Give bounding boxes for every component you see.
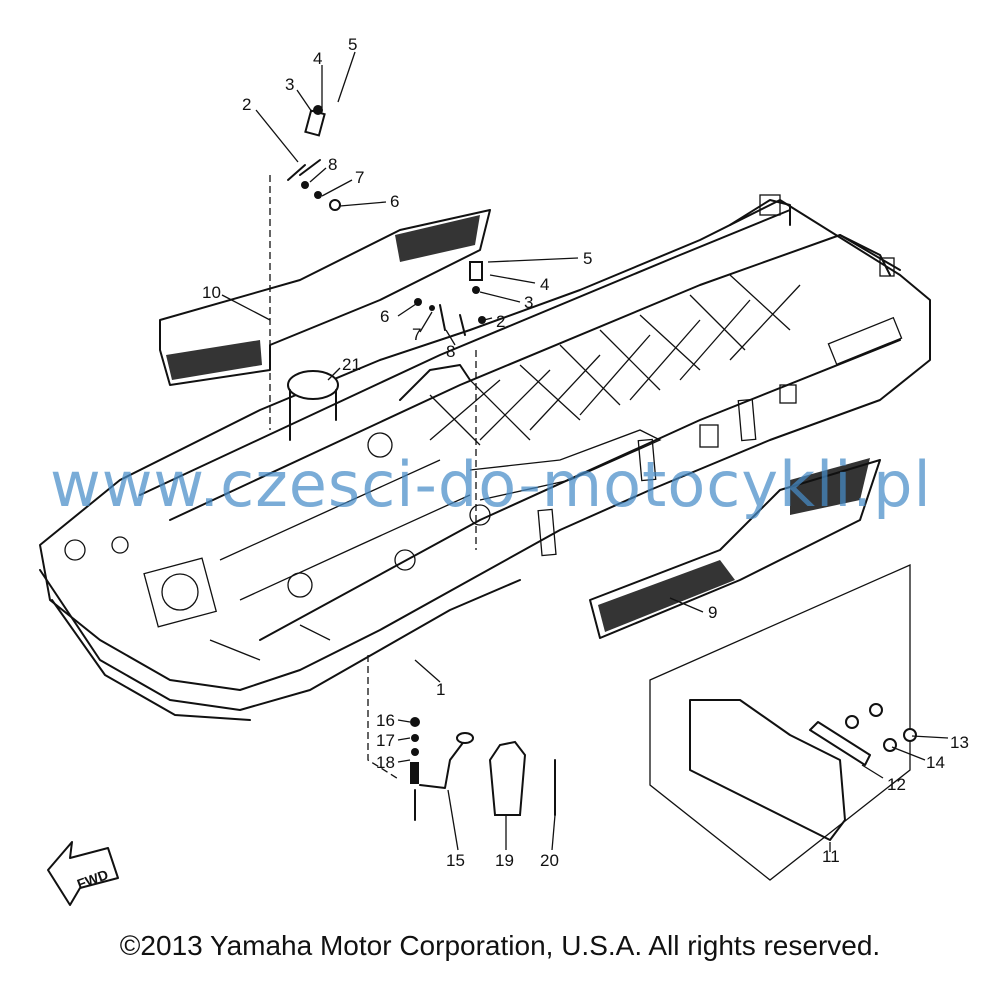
flap-assembly	[649, 564, 917, 881]
callout-6: 6	[390, 192, 399, 211]
callout-10: 10	[202, 283, 221, 302]
callout-9: 9	[708, 603, 717, 622]
callout-2: 2	[242, 95, 251, 114]
callout-14: 14	[926, 753, 945, 772]
callout-8b: 8	[446, 342, 455, 361]
forward-direction-label: FWD	[75, 866, 110, 892]
running-board-right	[589, 458, 881, 639]
running-board-left	[159, 209, 491, 386]
lower-hardware	[367, 655, 556, 821]
callout-4: 4	[313, 49, 322, 68]
callout-4b: 4	[540, 275, 549, 294]
callout-18: 18	[376, 753, 395, 772]
callout-7b: 7	[412, 325, 421, 344]
callout-21: 21	[342, 355, 361, 374]
forward-direction-arrow: FWD	[47, 841, 119, 906]
leader-lines	[221, 51, 949, 852]
callout-12: 12	[887, 775, 906, 794]
callout-3: 3	[285, 75, 294, 94]
callout-3b: 3	[524, 293, 533, 312]
frame-assembly	[39, 194, 931, 721]
filler-cap	[287, 370, 339, 441]
hardware-stack-upper	[269, 105, 341, 430]
callout-19: 19	[495, 851, 514, 870]
callout-13: 13	[950, 733, 969, 752]
callout-1: 1	[436, 680, 445, 699]
callout-6b: 6	[380, 307, 389, 326]
callout-8: 8	[328, 155, 337, 174]
callout-5b: 5	[583, 249, 592, 268]
copyright-notice: ©2013 Yamaha Motor Corporation, U.S.A. A…	[119, 930, 881, 961]
callout-5: 5	[348, 35, 357, 54]
callout-16: 16	[376, 711, 395, 730]
callout-labels: 1 2 3 4 5 6 7 8 2 3 4 5 6 7 8 9 10 11 12…	[202, 35, 969, 870]
callout-2b: 2	[496, 312, 505, 331]
callout-20: 20	[540, 851, 559, 870]
hardware-stack-mid	[414, 261, 486, 550]
callout-11: 11	[822, 847, 840, 866]
callout-15: 15	[446, 851, 465, 870]
callout-7: 7	[355, 168, 364, 187]
callout-17: 17	[376, 731, 395, 750]
